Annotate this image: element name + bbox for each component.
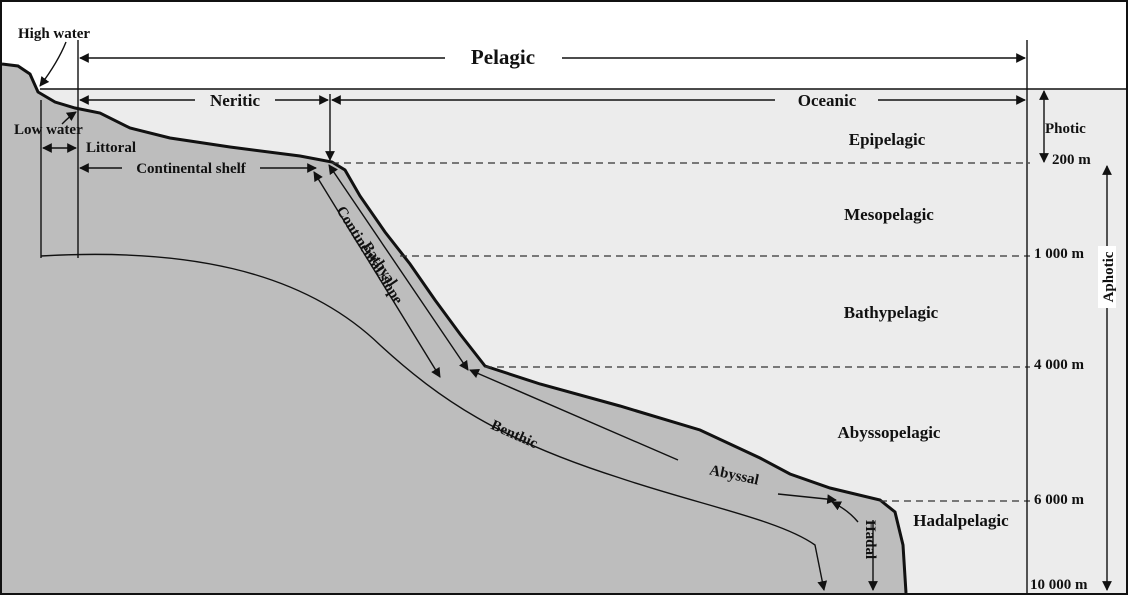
- hadal-top-pointer: [831, 501, 859, 523]
- neritic-label: Neritic: [210, 91, 260, 110]
- abyssal-arrow-left: [469, 369, 679, 461]
- bathyal-arrow: [328, 164, 469, 371]
- high-water-pointer: [39, 41, 67, 87]
- photic-label: Photic: [1045, 121, 1086, 137]
- littoral-label: Littoral: [86, 140, 136, 156]
- zone-abyssopelagic: Abyssopelagic: [838, 423, 941, 442]
- zone-mesopelagic: Mesopelagic: [844, 205, 934, 224]
- oceanic-label: Oceanic: [798, 91, 857, 110]
- depth-label-200: 200 m: [1052, 152, 1091, 168]
- depth-label-6000: 6 000 m: [1034, 492, 1085, 508]
- zone-epipelagic: Epipelagic: [849, 130, 926, 149]
- zone-bathypelagic: Bathypelagic: [844, 303, 939, 322]
- continental-shelf-label: Continental shelf: [136, 161, 247, 177]
- aphotic-label-bg: [1098, 246, 1116, 308]
- abyssal-arrow-right: [777, 493, 837, 504]
- high-water-label: High water: [18, 26, 90, 42]
- aphotic-label: Aphotic: [1101, 251, 1117, 302]
- low-water-pointer: [61, 111, 77, 125]
- hadal-label: Hadal: [862, 520, 878, 559]
- low-water-label: Low water: [14, 122, 83, 138]
- benthic-deep-line: [40, 253, 828, 591]
- depth-label-4000: 4 000 m: [1034, 357, 1085, 373]
- depth-label-10000: 10 000 m: [1030, 577, 1088, 593]
- depth-label-1000: 1 000 m: [1034, 246, 1085, 262]
- pelagic-label: Pelagic: [471, 45, 535, 69]
- zone-hadalpelagic: Hadalpelagic: [913, 511, 1009, 530]
